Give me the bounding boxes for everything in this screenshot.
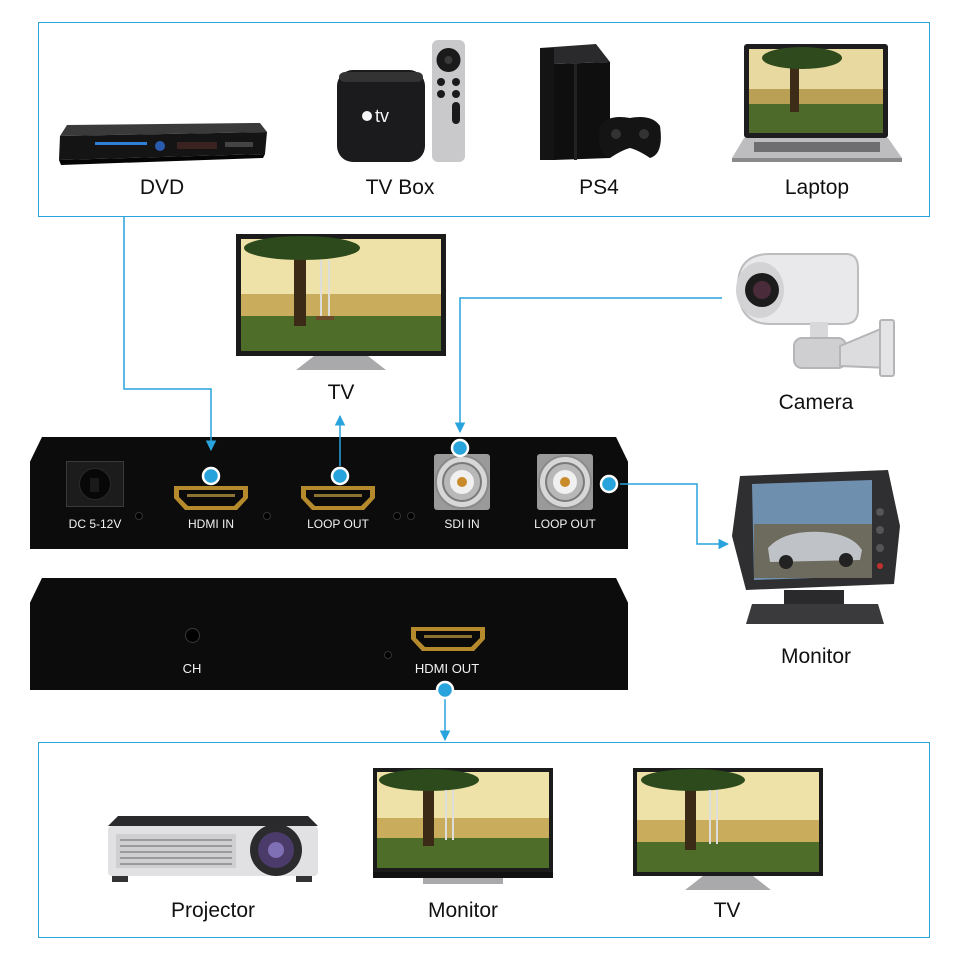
output-devices-box	[38, 742, 930, 938]
loop-tv-icon	[236, 234, 446, 370]
dvd-player-icon	[59, 123, 267, 165]
indicator-dot	[263, 512, 271, 520]
tv-box-icon: tv	[337, 40, 465, 162]
ps4-icon	[540, 44, 661, 160]
hdmi-in-label: HDMI IN	[188, 517, 234, 531]
indicator-dot	[407, 512, 415, 520]
indicator-dot	[135, 512, 143, 520]
tv-box-label: TV Box	[365, 176, 435, 199]
monitor-icon	[732, 470, 900, 624]
sdi-loop-out-bnc-port[interactable]	[535, 452, 595, 512]
converter-front-panel	[30, 578, 628, 690]
ps4-label: PS4	[579, 176, 619, 199]
output-monitor-icon	[373, 768, 553, 884]
hdmi-in-port[interactable]	[173, 485, 249, 511]
camera-label: Camera	[778, 391, 854, 414]
indicator-dot	[384, 651, 392, 659]
projector-icon	[108, 816, 318, 882]
output-monitor-label: Monitor	[427, 899, 499, 922]
hdmi-loop-out-port[interactable]	[300, 485, 376, 511]
indicator-dot	[393, 512, 401, 520]
camera-icon	[736, 253, 895, 377]
hdmi-out-connection-dot	[435, 680, 455, 700]
sdi-loop-out-to-monitor-line	[620, 483, 730, 550]
projector-label: Projector	[170, 899, 256, 922]
hdmi-out-port[interactable]	[410, 626, 486, 652]
camera-to-sdi-in-line	[454, 297, 722, 434]
sdi-loop-out-connection-dot	[599, 474, 619, 494]
hdmi-loop-out-label: LOOP OUT	[307, 517, 369, 531]
tv-box-logo: tv	[375, 106, 389, 126]
sdi-in-connection-dot	[450, 438, 470, 458]
source-devices-box	[38, 22, 930, 217]
sdi-in-label: SDI IN	[444, 517, 480, 531]
loop-tv-label: TV	[327, 381, 355, 404]
output-tv-icon	[633, 768, 823, 890]
dc-power-jack[interactable]	[66, 461, 124, 507]
dvd-label: DVD	[139, 176, 185, 199]
output-tv-label: TV	[713, 899, 741, 922]
dc-port-label: DC 5-12V	[68, 517, 122, 531]
ch-button[interactable]	[185, 628, 200, 643]
hdmi-out-label: HDMI OUT	[414, 661, 480, 676]
source-to-hdmi-in-line	[123, 217, 217, 452]
sdi-loop-out-label: LOOP OUT	[534, 517, 596, 531]
hdmi-loop-out-connection-dot	[330, 466, 350, 486]
hdmi-in-connection-dot	[201, 466, 221, 486]
monitor-label: Monitor	[780, 645, 852, 668]
laptop-label: Laptop	[784, 176, 850, 199]
ch-label: CH	[182, 661, 202, 676]
sdi-in-bnc-port[interactable]	[432, 452, 492, 512]
laptop-icon	[732, 44, 902, 162]
